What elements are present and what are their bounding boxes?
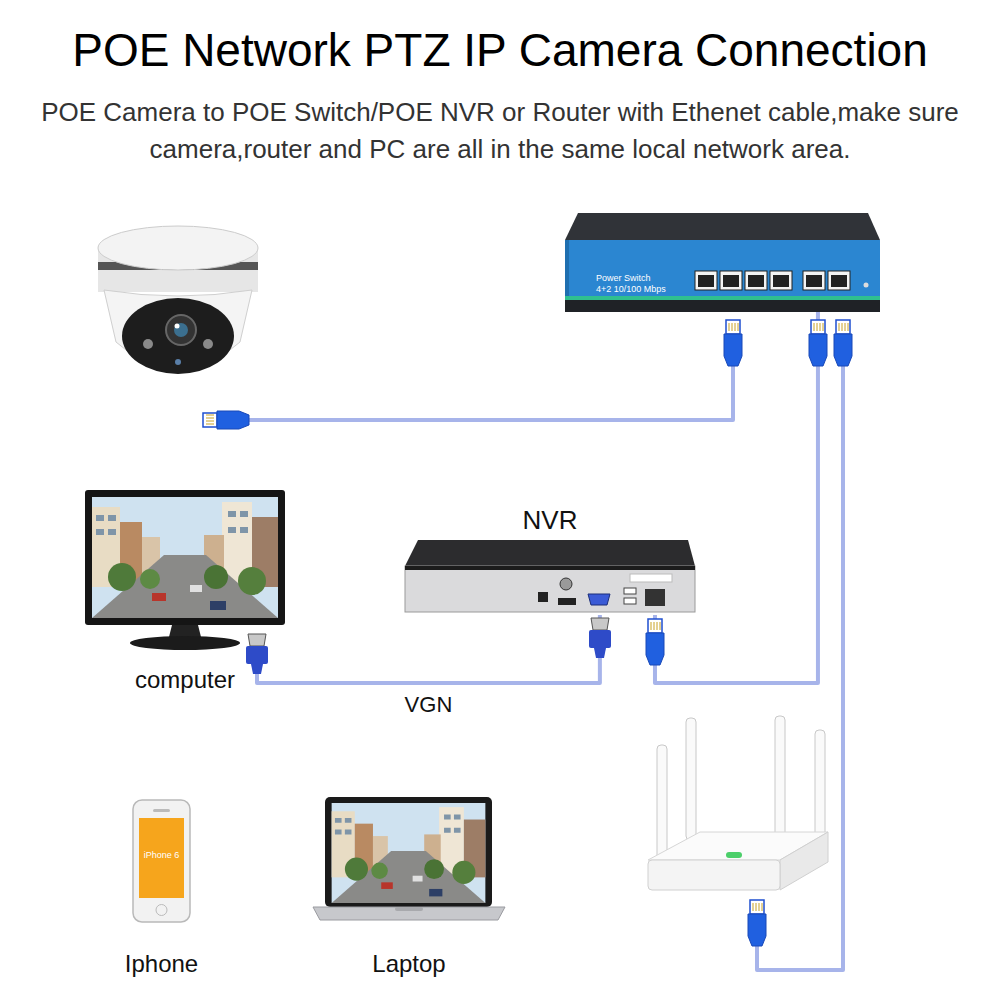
smartphone	[139, 818, 184, 898]
ptz-dome-camera	[166, 315, 196, 345]
computer-monitor	[85, 490, 285, 625]
ethernet-cable	[757, 366, 843, 970]
switch-port	[698, 275, 714, 287]
ethernet-cable	[655, 312, 818, 683]
switch-port	[720, 271, 742, 290]
wifi-router	[815, 730, 825, 840]
device-caption: Iphone	[125, 950, 198, 979]
nvr-recorder	[588, 594, 610, 605]
computer-monitor	[85, 490, 285, 650]
ptz-dome-camera	[143, 339, 153, 349]
nvr-recorder	[405, 540, 695, 612]
switch-port	[770, 271, 792, 290]
nvr-recorder	[624, 598, 636, 604]
poe-switch	[565, 296, 880, 300]
switch-port	[773, 275, 789, 287]
switch-port	[828, 271, 850, 290]
wifi-router	[648, 860, 780, 890]
poe-switch	[565, 213, 880, 240]
laptop	[332, 803, 486, 903]
laptop: Laptop	[313, 797, 505, 920]
cable-label: VGN	[401, 692, 457, 718]
switch-port	[803, 271, 825, 290]
device-caption: NVR	[523, 505, 578, 536]
switch-port	[806, 275, 822, 287]
switch-port	[695, 271, 717, 290]
computer-monitor	[168, 625, 202, 641]
computer-monitor: computer	[85, 490, 285, 650]
laptop	[325, 797, 492, 907]
ptz-dome-camera	[174, 323, 188, 337]
nvr-recorder	[405, 566, 695, 570]
switch-port	[695, 271, 850, 290]
ptz-dome-camera	[122, 298, 234, 374]
smartphone: iPhone 6Iphone	[133, 800, 190, 922]
ptz-dome-camera	[104, 290, 252, 370]
cable-plug	[203, 411, 249, 429]
smartphone	[133, 800, 190, 922]
ptz-dome-camera	[175, 359, 181, 365]
computer-monitor	[92, 497, 278, 618]
laptop	[313, 797, 505, 920]
computer-monitor	[130, 636, 240, 650]
ethernet-cable	[249, 366, 733, 420]
wifi-router	[686, 718, 696, 840]
nvr-recorder	[405, 540, 695, 566]
ptz-dome-camera	[203, 339, 213, 349]
nvr-recorder	[560, 578, 572, 590]
wifi-router	[657, 745, 667, 860]
page-title: POE Network PTZ IP Camera Connection	[0, 24, 1000, 77]
ethernet-cable	[249, 366, 843, 970]
smartphone	[133, 800, 190, 922]
poe-switch	[565, 240, 569, 300]
wifi-router	[726, 852, 742, 858]
ethernet-cable	[257, 615, 600, 683]
device-label: Power Switch 4+2 10/100 Mbps	[596, 273, 667, 296]
switch-port	[723, 275, 739, 287]
nvr-recorder	[624, 588, 636, 594]
poe-switch	[565, 213, 880, 312]
nvr-recorder	[645, 589, 665, 606]
ptz-dome-camera	[175, 324, 180, 329]
poe-switch: Power Switch 4+2 10/100 Mbps	[565, 215, 880, 312]
wifi-router	[648, 832, 828, 860]
smartphone	[153, 809, 170, 812]
wifi-router	[648, 716, 828, 890]
poe-switch	[565, 300, 880, 312]
device-caption: Laptop	[372, 950, 445, 979]
ptz-dome-camera	[98, 262, 258, 270]
poe-switch	[565, 240, 880, 300]
nvr-recorder	[558, 598, 576, 605]
device-caption: computer	[135, 666, 235, 695]
ptz-dome-camera	[98, 226, 258, 374]
cable-plug	[646, 619, 664, 665]
cable-plug	[589, 618, 611, 658]
screen-text: iPhone 6	[139, 850, 184, 861]
ptz-dome-camera	[98, 248, 258, 292]
cable-plug	[834, 320, 852, 366]
cable-plug	[809, 320, 827, 366]
nvr-recorder: NVR	[405, 540, 695, 615]
wifi-router	[780, 832, 828, 890]
smartphone	[156, 905, 167, 916]
cable-plug	[724, 320, 742, 366]
connector-layer	[257, 312, 818, 683]
poe-switch	[864, 283, 869, 288]
nvr-recorder	[405, 566, 695, 612]
cable-plug	[246, 634, 268, 674]
switch-port	[745, 271, 767, 290]
laptop	[395, 907, 423, 911]
nvr-recorder	[630, 574, 672, 582]
laptop	[313, 907, 505, 920]
wifi-router	[775, 716, 785, 836]
cable-plug	[748, 900, 766, 946]
switch-port	[748, 275, 764, 287]
nvr-recorder	[538, 592, 548, 602]
ptz-dome-camera	[98, 226, 258, 270]
page-caption: POE Camera to POE Switch/POE NVR or Rout…	[40, 94, 960, 168]
switch-port	[831, 275, 847, 287]
